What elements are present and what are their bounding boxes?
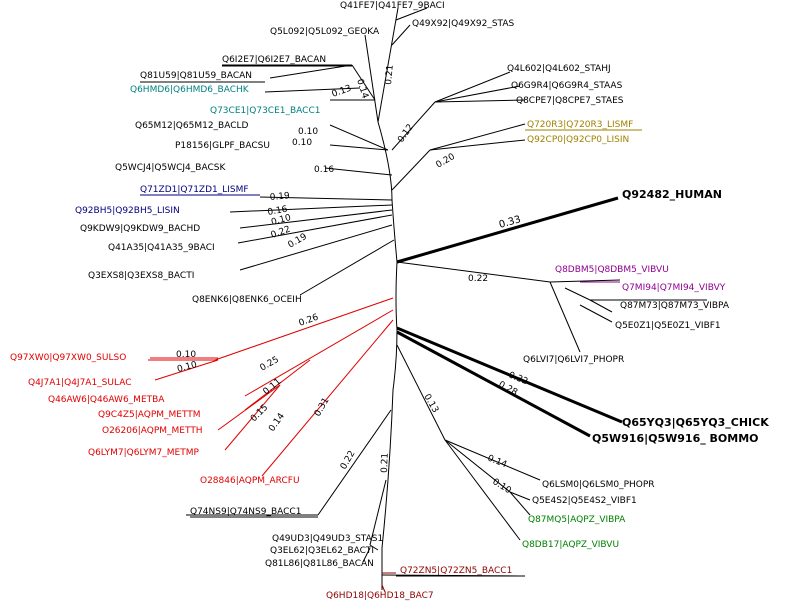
leaf-q6hmd6: Q6HMD6|Q6HMD6_BACHK xyxy=(130,85,250,95)
leaf-q6lsm0: Q6LSM0|Q6LSM0_PHOPR xyxy=(542,480,655,490)
leaf-q6lvi7: Q6LVI7|Q6LVI7_PHOPR xyxy=(523,355,624,365)
leaf-q8enk6: Q8ENK6|Q8ENK6_OCEIH xyxy=(192,295,302,305)
leaf-q92cp0: Q92CP0|Q92CP0_LISIN xyxy=(527,135,629,145)
leaf-q4l602: Q4L602|Q4L602_STAHJ xyxy=(507,64,611,74)
branch-length: 0.13 xyxy=(331,84,353,100)
branch-length: 0.22 xyxy=(468,274,488,284)
leaf-q65yq3: Q65YQ3|Q65YQ3_CHICK xyxy=(622,416,769,429)
leaf-underlines xyxy=(140,65,642,577)
leaf-q8db17: Q8DB17|AQPZ_VIBVU xyxy=(522,540,619,550)
leaf-q5e4s2: Q5E4S2|Q5E4S2_VIBF1 xyxy=(532,496,637,506)
leaf-q9kdw9: Q9KDW9|Q9KDW9_BACHD xyxy=(80,224,200,234)
leaf-q81l86: Q81L86|Q81L86_BACAN xyxy=(265,559,374,569)
leaf-q5wcj4: Q5WCJ4|Q5WCJ4_BACSK xyxy=(115,163,226,173)
leaf-q92482: Q92482_HUMAN xyxy=(622,188,722,201)
branch-human xyxy=(396,196,619,264)
branch-length: 0.25 xyxy=(259,355,281,374)
clade-archaea xyxy=(148,297,394,477)
leaf-q74ns9: Q74NS9|Q74NS9_BACC1 xyxy=(190,507,301,517)
leaf-q97xw0: Q97XW0|Q97XW0_SULSO xyxy=(10,353,126,363)
leaf-q49x92: Q49X92|Q49X92_STAS xyxy=(412,19,515,29)
leaf-q5w916: Q5W916|Q5W916_ BOMMO xyxy=(592,432,759,445)
leaf-q5e0z1: Q5E0Z1|Q5E0Z1_VIBF1 xyxy=(615,321,721,331)
leaf-q3el62: Q3EL62|Q3EL62_BACTI xyxy=(270,546,374,556)
leaf-q720r3: Q720R3|Q720R3_LISMF xyxy=(527,120,633,130)
branch-length: 0.16 xyxy=(267,205,289,218)
leaf-o28846: O28846|AQPM_ARCFU xyxy=(200,476,300,486)
branch-length: 0.22 xyxy=(339,449,358,471)
leaf-labels: Q41FE7|Q41FE7_9BACI Q5L092|Q5L092_GEOKA … xyxy=(10,1,769,601)
branch-length: 0.14 xyxy=(354,78,370,100)
leaf-q4j7a1: Q4J7A1|Q4J7A1_SULAC xyxy=(28,378,131,388)
leaf-q7mi94: Q7MI94|Q7MI94_VIBVY xyxy=(622,283,726,293)
branch-length: 0.14 xyxy=(486,454,509,471)
leaf-q49ud3: Q49UD3|Q49UD3_STAS1 xyxy=(272,534,383,544)
leaf-q46aw6: Q46AW6|Q46AW6_METBA xyxy=(48,395,165,405)
trunk-curve-lower xyxy=(381,261,398,590)
clade-animal xyxy=(396,326,623,438)
leaf-q6i2e7: Q6I2E7|Q6I2E7_BACAN xyxy=(222,55,326,65)
branch-length: 0.10 xyxy=(292,138,312,148)
branch-length: 0.26 xyxy=(298,312,321,328)
trunk-curve-upper xyxy=(377,121,398,263)
leaf-q41a35: Q41A35|Q41A35_9BACI xyxy=(108,243,215,253)
central-trunk xyxy=(377,121,398,590)
branch-length: 0.21 xyxy=(380,453,391,473)
branch-length: 0.16 xyxy=(314,165,334,175)
branch-length: 0.10 xyxy=(490,477,513,496)
leaf-q87m73: Q87M73|Q87M73_VIBPA xyxy=(620,301,730,311)
clade-lower-right xyxy=(396,344,541,541)
leaf-q73ce1: Q73CE1|Q73CE1_BACC1 xyxy=(210,106,320,116)
clade-mid-left xyxy=(229,196,395,296)
clade-vibrio xyxy=(396,261,707,353)
branch-length: 0.20 xyxy=(435,152,458,171)
branch-length: 0.10 xyxy=(176,360,198,375)
leaf-q9c4z5: Q9C4Z5|AQPM_METTM xyxy=(98,410,201,420)
leaf-q6lym7: Q6LYM7|Q6LYM7_METMP xyxy=(88,448,199,458)
leaf-q41fe7: Q41FE7|Q41FE7_9BACI xyxy=(340,1,445,11)
leaf-q65m12: Q65M12|Q65M12_BACLD xyxy=(135,121,249,131)
leaf-q72zn5: Q72ZN5|Q72ZN5_BACC1 xyxy=(400,566,512,576)
branch-length: 0.31 xyxy=(313,396,332,418)
leaf-q87mq5: Q87MQ5|AQPZ_VIBPA xyxy=(528,515,626,525)
branch-length: 0.14 xyxy=(267,411,287,433)
leaf-q6g9r4: Q6G9R4|Q6G9R4_STAAS xyxy=(511,81,623,91)
branch-length: 0.21 xyxy=(384,64,396,85)
leaf-q3exs8: Q3EXS8|Q3EXS8_BACTI xyxy=(88,271,194,281)
leaf-q71zd1: Q71ZD1|Q71ZD1_LISMF xyxy=(140,185,249,195)
leaf-q6hd18: Q6HD18|Q6HD18_BAC7 xyxy=(326,591,434,601)
leaf-q5l092: Q5L092|Q5L092_GEOKA xyxy=(270,27,380,37)
clade-top xyxy=(222,7,526,191)
branch-length: 0.10 xyxy=(298,127,318,137)
leaf-p18156: P18156|GLPF_BACSU xyxy=(175,141,270,151)
leaf-q8cpe7: Q8CPE7|Q8CPE7_STAES xyxy=(516,96,624,106)
leaf-o26206: O26206|AQPM_METTH xyxy=(102,426,203,436)
leaf-q8dbm5: Q8DBM5|Q8DBM5_VIBVU xyxy=(555,265,669,275)
branch-q6hd18 xyxy=(381,584,386,593)
branch-length: 0.15 xyxy=(249,403,270,424)
branch-length: 0.13 xyxy=(421,393,440,415)
leaf-q92bh5: Q92BH5|Q92BH5_LISIN xyxy=(75,206,180,216)
leaf-q81u59: Q81U59|Q81U59_BACAN xyxy=(140,71,252,81)
branch-length: 0.19 xyxy=(269,191,290,203)
branch-length: 0.10 xyxy=(176,350,196,360)
